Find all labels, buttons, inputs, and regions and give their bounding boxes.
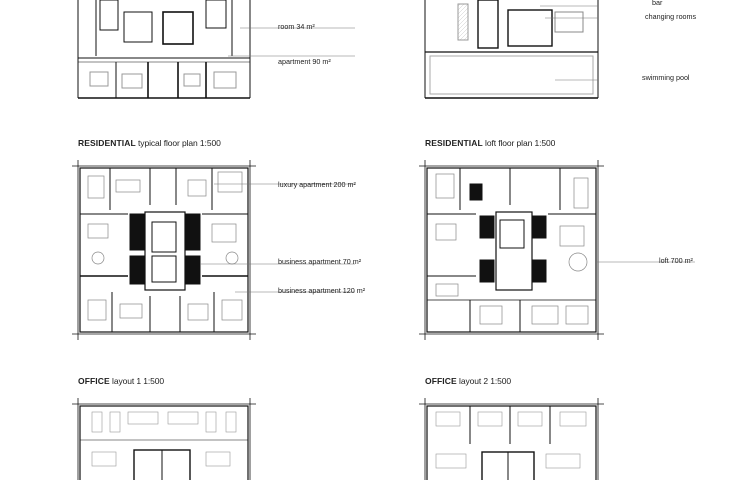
title-rest: layout 2 1:500 xyxy=(459,376,512,386)
title-bold: OFFICE xyxy=(78,376,110,386)
title-bold: RESIDENTIAL xyxy=(425,138,483,148)
title-office-2: OFFICE layout 2 1:500 xyxy=(425,376,511,386)
title-rest: loft floor plan 1:500 xyxy=(485,138,556,148)
title-residential-typical: RESIDENTIAL typical floor plan 1:500 xyxy=(78,138,221,148)
callout-luxury-apartment: luxury apartment 200 m² xyxy=(278,180,356,189)
plan-residential-loft xyxy=(419,160,695,340)
title-residential-loft: RESIDENTIAL loft floor plan 1:500 xyxy=(425,138,555,148)
callout-room: room 34 m² xyxy=(278,22,315,31)
callout-loft: loft 700 m² xyxy=(659,256,693,265)
plan-hotel xyxy=(77,0,355,99)
callout-changing-rooms: changing rooms xyxy=(645,12,697,21)
title-rest: layout 1 1:500 xyxy=(112,376,165,386)
title-office-1: OFFICE layout 1 1:500 xyxy=(78,376,164,386)
title-rest: typical floor plan 1:500 xyxy=(138,138,221,148)
callout-swimming-pool: swimming pool xyxy=(642,73,690,82)
callout-apartment: apartment 90 m² xyxy=(278,57,331,66)
callout-business-apartment-120: business apartment 120 m² xyxy=(278,286,366,295)
title-bold: OFFICE xyxy=(425,376,457,386)
plan-amenity xyxy=(424,0,599,99)
plan-residential-typical xyxy=(72,160,355,340)
plan-office-2 xyxy=(419,398,604,480)
callout-business-apartment-70: business apartment 70 m² xyxy=(278,257,362,266)
title-bold: RESIDENTIAL xyxy=(78,138,136,148)
callout-bar: bar xyxy=(652,0,663,7)
plan-office-1 xyxy=(72,398,256,480)
